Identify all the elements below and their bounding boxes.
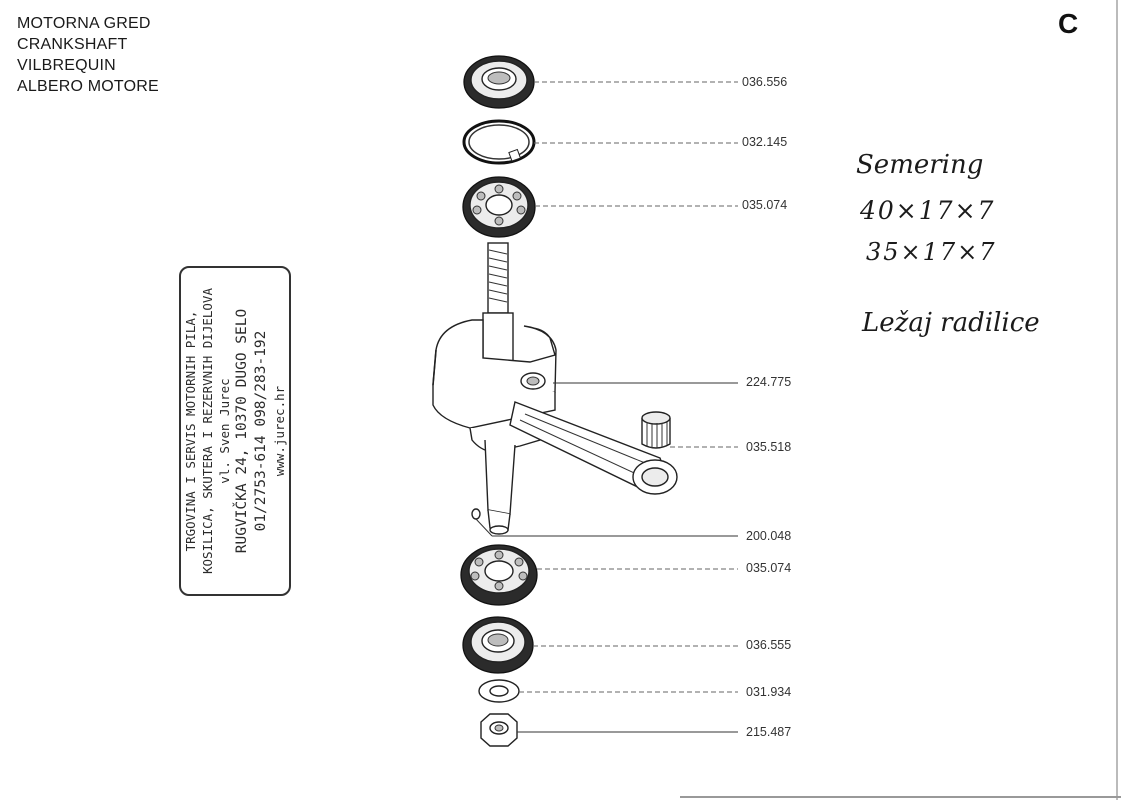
part-number-4: 224.775 bbox=[746, 375, 791, 389]
part-number-9: 031.934 bbox=[746, 685, 791, 699]
circlip-part-2 bbox=[462, 119, 536, 165]
handwritten-note-3: 35×17×7 bbox=[866, 238, 997, 266]
key-part-6 bbox=[471, 508, 493, 537]
title-croatian: MOTORNA GRED bbox=[17, 15, 151, 32]
part-number-8: 036.555 bbox=[746, 638, 791, 652]
part-number-3: 035.074 bbox=[742, 198, 787, 212]
washer-part-9 bbox=[478, 679, 520, 703]
bearing-part-7 bbox=[460, 544, 538, 606]
part-number-5: 035.518 bbox=[746, 440, 791, 454]
part-number-6: 200.048 bbox=[746, 529, 791, 543]
crankshaft-part-4 bbox=[432, 242, 678, 535]
part-number-10: 215.487 bbox=[746, 725, 791, 739]
part-number-1: 036.556 bbox=[742, 75, 787, 89]
bearing-part-8 bbox=[462, 616, 534, 674]
needle-cage-part-5 bbox=[641, 411, 671, 449]
handwritten-note-1: Semering bbox=[856, 150, 984, 180]
title-block: MOTORNA GRED CRANKSHAFT VILBREQUIN ALBER… bbox=[17, 13, 159, 97]
title-english: CRANKSHAFT bbox=[17, 36, 128, 53]
bearing-part-1 bbox=[463, 55, 535, 109]
handwritten-note-4: Ležaj radilice bbox=[862, 308, 1040, 338]
part-number-7: 035.074 bbox=[746, 561, 791, 575]
handwritten-note-2: 40×17×7 bbox=[860, 196, 996, 225]
title-italian: ALBERO MOTORE bbox=[17, 78, 159, 95]
nut-part-10 bbox=[480, 713, 518, 747]
title-french: VILBREQUIN bbox=[17, 57, 116, 74]
sheet-letter: C bbox=[1058, 8, 1079, 39]
part-number-2: 032.145 bbox=[742, 135, 787, 149]
bearing-part-3 bbox=[462, 176, 536, 238]
